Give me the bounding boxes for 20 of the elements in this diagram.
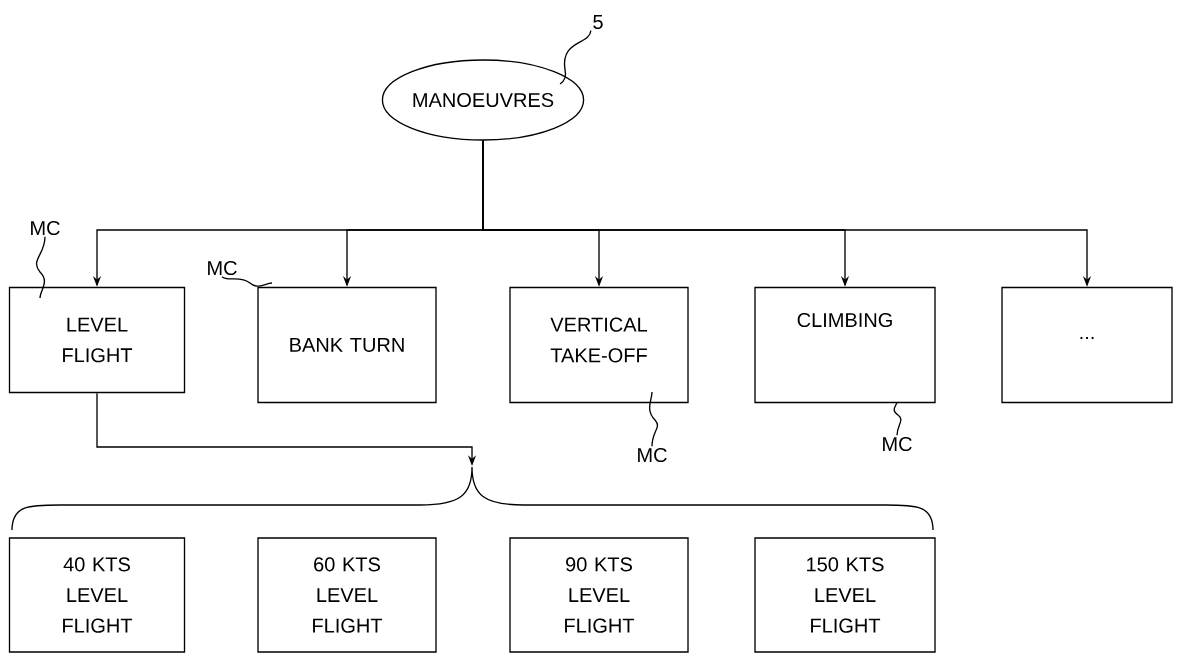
leader-line: [893, 401, 902, 436]
reference-label: MC: [31, 220, 60, 236]
box: 60 KTS LEVEL FLIGHT: [257, 537, 437, 653]
reference-label: MC: [638, 447, 667, 463]
reference-label: MC: [883, 436, 912, 452]
box: 40 KTS LEVEL FLIGHT: [8, 537, 186, 653]
box: CLIMBING: [754, 286, 936, 404]
box: 90 KTS LEVEL FLIGHT: [509, 537, 689, 653]
brace: [11, 466, 934, 531]
leader-line: [559, 29, 592, 85]
box: VERTICAL TAKE-OFF: [509, 286, 689, 404]
leader-line: [221, 276, 273, 287]
box: 150 KTS LEVEL FLIGHT: [754, 537, 936, 653]
box: LEVEL FLIGHT: [8, 286, 186, 394]
box: ...: [1001, 286, 1173, 404]
leader-line: [35, 236, 46, 299]
box: BANK TURN: [257, 286, 437, 404]
reference-label: 5: [593, 15, 603, 29]
leader-line: [648, 391, 659, 447]
reference-label: MC: [208, 260, 237, 276]
